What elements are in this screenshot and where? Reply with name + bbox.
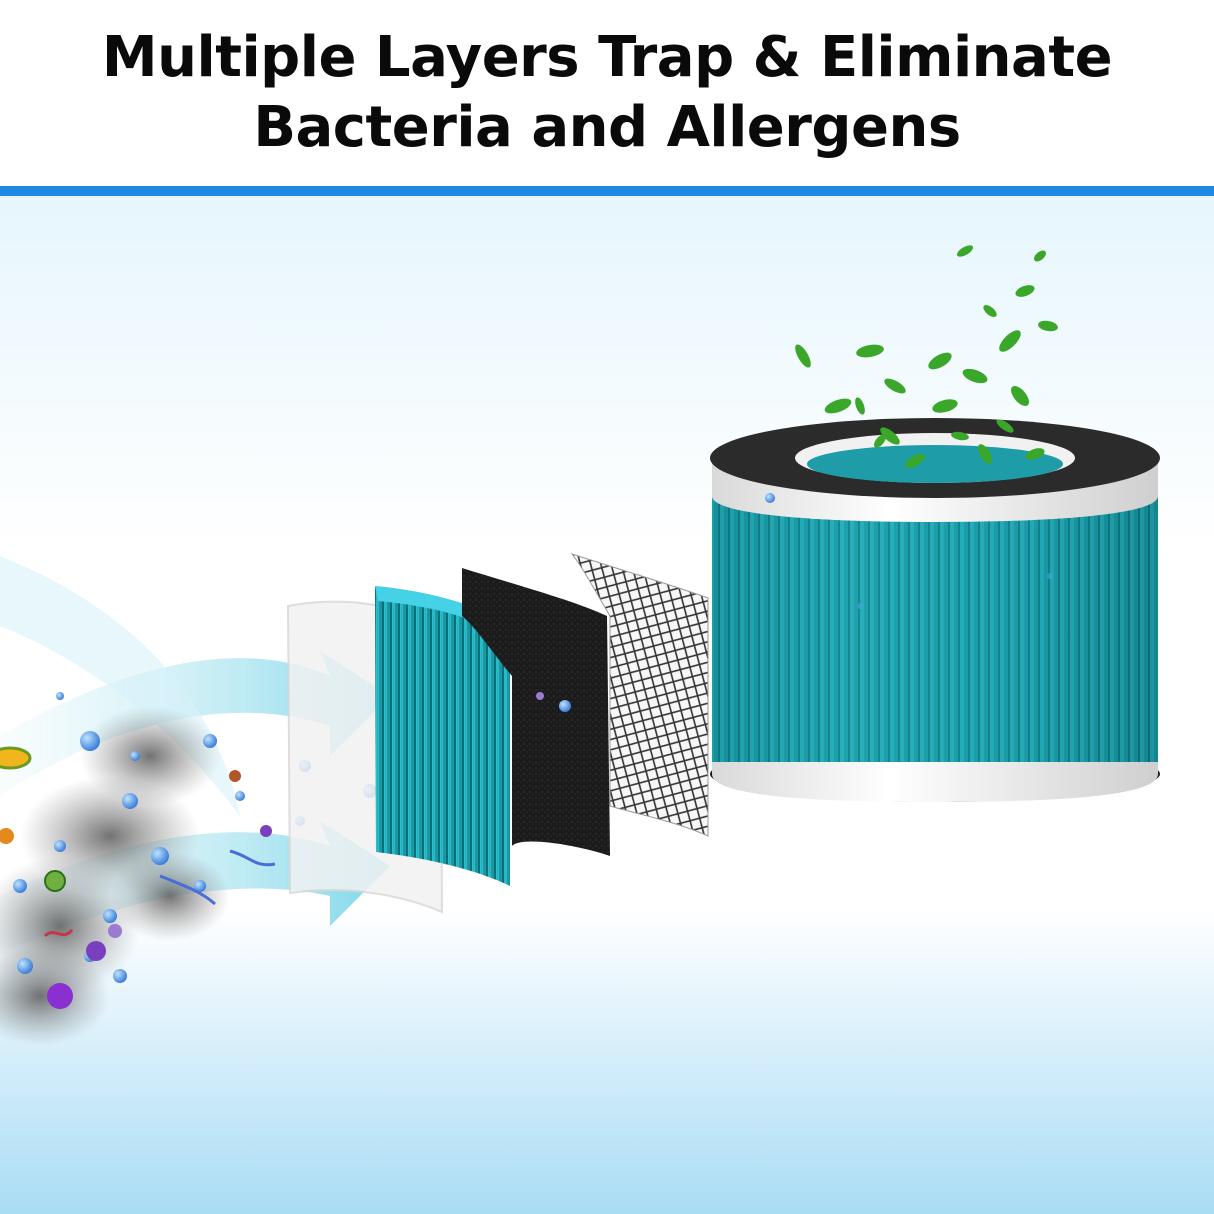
leaf-icon <box>928 352 952 370</box>
headline-line-1: Multiple Layers Trap & Eliminate <box>101 25 1113 90</box>
virus-icon <box>86 941 106 961</box>
headline-line-2: Bacteria and Allergens <box>253 95 961 160</box>
virus-icon <box>0 828 14 844</box>
filter-illustration <box>0 196 1214 1214</box>
leaf-icon <box>996 419 1014 433</box>
leaf-icon <box>1015 285 1035 297</box>
accent-divider <box>0 186 1214 196</box>
cylindrical-filter <box>710 418 1160 802</box>
virus-icon <box>260 825 272 837</box>
leaf-icon <box>1034 250 1046 262</box>
leaf-icon <box>1038 320 1058 332</box>
bacteria-icon <box>44 870 66 892</box>
leaf-icon <box>824 398 852 414</box>
virus-icon <box>47 983 73 1009</box>
header: Multiple Layers Trap & Eliminate Bacteri… <box>0 0 1214 186</box>
leaf-icon <box>932 399 958 413</box>
leaf-icon <box>1011 386 1029 406</box>
leaf-icon <box>983 305 997 317</box>
leaf-icon <box>856 344 884 358</box>
leaf-icon <box>951 431 969 441</box>
mesh-layer <box>570 553 709 837</box>
smoke-cloud <box>0 706 230 1046</box>
allergen-icon <box>108 924 122 938</box>
allergen-strand-icon <box>229 849 276 867</box>
leaf-icon <box>962 368 988 384</box>
leaf-icon <box>884 378 906 394</box>
leaf-icon <box>880 427 900 445</box>
airflow-swoosh <box>0 556 240 816</box>
leaf-icon <box>905 454 925 468</box>
carbon-layer <box>462 568 610 856</box>
leaf-icon <box>999 330 1021 352</box>
leaf-icon <box>855 397 865 415</box>
bacteria-icon <box>0 746 32 770</box>
virus-icon <box>229 770 241 782</box>
fresh-leaves <box>795 245 1058 468</box>
leaf-icon <box>874 434 886 448</box>
allergen-strand-icon <box>159 874 216 906</box>
allergen-strand-icon <box>43 928 74 938</box>
leaf-icon <box>956 245 974 257</box>
hepa-pleated-layer <box>375 586 510 886</box>
leaf-icon <box>978 444 992 464</box>
leaf-icon <box>795 344 811 368</box>
leaf-icon <box>1025 448 1045 460</box>
